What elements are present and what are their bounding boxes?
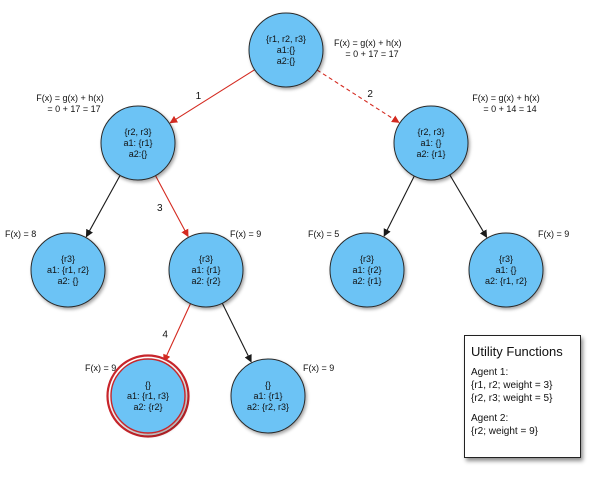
node-circle xyxy=(110,358,186,434)
tree-node-n11: {r3}a1: {r1, r2}a2: {} F(x) = 8 xyxy=(5,229,106,308)
node-state-line: a1: {r1} xyxy=(253,391,282,401)
agent1-utility-2: {r2, r3; weight = 5} xyxy=(471,393,553,404)
f-value-annotation: F(x) = 9 xyxy=(85,363,116,373)
node-state-line: {} xyxy=(145,380,151,390)
node-state-line: a2: {r1} xyxy=(416,149,445,159)
edge-order-label: 1 xyxy=(196,91,202,102)
edges-layer: 1 2 3 4 xyxy=(85,69,488,363)
node-state-line: a1: {r1} xyxy=(123,138,152,148)
node-circle xyxy=(230,358,306,434)
node-state-line: a2: {} xyxy=(57,276,78,286)
tree-node-n22: {r3}a1: {}a2: {r1, r2} F(x) = 9 xyxy=(468,229,569,308)
node-circle xyxy=(468,232,544,308)
node-state-line: a1: {r1} xyxy=(191,265,220,275)
node-state-line: {r3} xyxy=(499,254,513,264)
agent1-label: Agent 1: xyxy=(471,367,509,378)
f-value-annotation: F(x) = g(x) + h(x) xyxy=(334,38,402,48)
f-value-annotation: = 0 + 14 = 14 xyxy=(483,104,536,114)
f-value-annotation: F(x) = 9 xyxy=(538,229,569,239)
f-value-annotation: F(x) = g(x) + h(x) xyxy=(36,93,104,103)
edge-order-label: 3 xyxy=(157,203,163,214)
node-circle xyxy=(100,105,176,181)
node-state-line: {r3} xyxy=(360,254,374,264)
node-state-line: a2: {r2, r3} xyxy=(247,402,289,412)
tree-node-root: {r1, r2, r3}a1:{}a2:{} F(x) = g(x) + h(x)… xyxy=(248,12,402,88)
node-state-line: a2: {r2} xyxy=(191,276,220,286)
node-circle xyxy=(248,12,324,88)
node-state-line: a1: {r1, r3} xyxy=(127,391,169,401)
node-state-line: {r1, r2, r3} xyxy=(266,34,306,44)
node-circle xyxy=(168,232,244,308)
tree-node-n1: {r2, r3}a1: {r1}a2:{} F(x) = g(x) + h(x)=… xyxy=(36,93,176,181)
node-state-line: a2:{} xyxy=(129,149,148,159)
edge-n2-n21 xyxy=(383,175,415,237)
agent2-utility-1: {r2; weight = 9} xyxy=(471,426,538,437)
node-circle xyxy=(393,105,469,181)
node-state-line: {r2, r3} xyxy=(124,127,151,137)
node-state-line: {r3} xyxy=(61,254,75,264)
nodes-layer: {r1, r2, r3}a1:{}a2:{}F(x) = g(x) + h(x)… xyxy=(5,12,569,438)
node-state-line: a1: {} xyxy=(495,265,516,275)
edge-n1-n12 xyxy=(155,175,189,238)
f-value-annotation: F(x) = 9 xyxy=(303,363,334,373)
tree-node-n12: {r3}a1: {r1}a2: {r2} F(x) = 9 xyxy=(168,229,261,308)
f-value-annotation: F(x) = 8 xyxy=(5,229,36,239)
agent1-utility-1: {r1, r2; weight = 3} xyxy=(471,380,553,391)
node-state-line: a2: {r1} xyxy=(352,276,381,286)
edge-n2-n22 xyxy=(449,174,488,238)
tree-node-n122: {}a1: {r1}a2: {r2, r3} F(x) = 9 xyxy=(230,358,334,434)
edge-order-label: 4 xyxy=(162,330,168,341)
tree-node-n21: {r3}a1: {r2}a2: {r1} F(x) = 5 xyxy=(308,229,405,308)
utility-title: Utility Functions xyxy=(471,344,563,359)
node-state-line: a1: {r2} xyxy=(352,265,381,275)
node-circle xyxy=(329,232,405,308)
node-state-line: a1:{} xyxy=(277,45,296,55)
utility-functions-box: Utility Functions Agent 1: {r1, r2; weig… xyxy=(464,335,581,458)
node-state-line: {r3} xyxy=(199,254,213,264)
edge-root-n2 xyxy=(316,69,400,123)
node-state-line: a1: {r1, r2} xyxy=(47,265,89,275)
f-value-annotation: = 0 + 17 = 17 xyxy=(345,49,398,59)
agent2-label: Agent 2: xyxy=(471,413,509,424)
node-state-line: a1: {} xyxy=(420,138,441,148)
f-value-annotation: F(x) = 5 xyxy=(308,229,339,239)
edge-n12-n121 xyxy=(163,303,191,363)
f-value-annotation: = 0 + 17 = 17 xyxy=(47,104,100,114)
edge-root-n1 xyxy=(169,69,255,124)
node-state-line: {r2, r3} xyxy=(417,127,444,137)
edge-order-label: 2 xyxy=(367,89,373,100)
node-state-line: {} xyxy=(265,380,271,390)
edge-n12-n122 xyxy=(221,302,252,363)
f-value-annotation: F(x) = g(x) + h(x) xyxy=(472,93,540,103)
node-state-line: a2:{} xyxy=(277,56,296,66)
edge-n1-n11 xyxy=(85,175,121,238)
node-circle xyxy=(30,232,106,308)
tree-node-n2: {r2, r3}a1: {}a2: {r1} F(x) = g(x) + h(x)… xyxy=(393,93,540,181)
node-state-line: a2: {r1, r2} xyxy=(485,276,527,286)
f-value-annotation: F(x) = 9 xyxy=(230,229,261,239)
tree-node-n121: {}a1: {r1, r3}a2: {r2} F(x) = 9 xyxy=(85,354,190,438)
node-state-line: a2: {r2} xyxy=(133,402,162,412)
